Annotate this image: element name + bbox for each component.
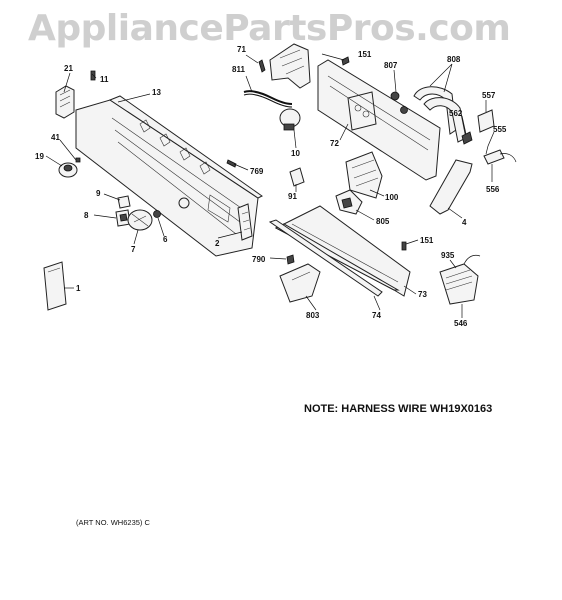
harness-wire-note: NOTE: HARNESS WIRE WH19X0163 xyxy=(304,403,493,415)
callout-91: 91 xyxy=(288,192,297,201)
part-803-latch xyxy=(279,263,321,303)
part-19-knob xyxy=(58,162,78,178)
callout-21: 21 xyxy=(64,64,73,73)
callout-11: 11 xyxy=(100,75,109,84)
part-11-screw xyxy=(90,70,96,81)
callout-546: 546 xyxy=(454,319,468,328)
callout-8: 8 xyxy=(84,211,89,220)
part-4-side-bracket xyxy=(429,159,473,215)
callout-74: 74 xyxy=(372,311,381,320)
part-13-control-console xyxy=(75,95,263,257)
part-72-backsplash xyxy=(317,59,441,181)
callout-7: 7 xyxy=(131,245,136,254)
callout-557: 557 xyxy=(482,91,496,100)
part-808-hoses xyxy=(413,86,467,143)
part-546-terminal-block xyxy=(439,254,481,305)
part-41-clip xyxy=(75,157,81,163)
callout-6: 6 xyxy=(163,235,168,244)
leader-lines xyxy=(45,53,495,318)
upper-mount-bracket xyxy=(269,43,311,89)
callout-9: 9 xyxy=(96,189,101,198)
part-769-screw xyxy=(226,159,237,168)
callout-769: 769 xyxy=(250,167,264,176)
part-100-lid-lock xyxy=(345,151,383,199)
part-805-switch xyxy=(335,189,363,215)
callout-151-lower: 151 xyxy=(420,236,434,245)
part-555-556-thermistor xyxy=(483,149,517,165)
part-71-screw xyxy=(258,59,266,73)
part-562-connector xyxy=(461,131,473,145)
callout-13: 13 xyxy=(152,88,161,97)
callout-71: 71 xyxy=(237,45,246,54)
art-number-label: (ART NO. WH6235) C xyxy=(76,518,150,527)
callout-73: 73 xyxy=(418,290,427,299)
callout-4: 4 xyxy=(462,218,467,227)
callout-2: 2 xyxy=(215,239,220,248)
part-91-clip xyxy=(289,167,305,187)
part-9-switch xyxy=(117,195,131,209)
callout-labels: 71 151 811 807 808 21 11 13 557 562 555 … xyxy=(35,45,507,328)
callout-803: 803 xyxy=(306,311,320,320)
part-8-button xyxy=(115,209,131,227)
part-807-grommet xyxy=(390,91,408,114)
callout-19: 19 xyxy=(35,152,44,161)
part-557-valve xyxy=(477,109,495,133)
part-811-harness xyxy=(243,90,293,108)
part-21-end-cap xyxy=(55,85,75,119)
part-151-screw-upper xyxy=(341,56,350,66)
part-7-timer-dial xyxy=(127,209,153,231)
callout-41: 41 xyxy=(51,133,60,142)
callout-808: 808 xyxy=(447,55,461,64)
part-2-end-cap xyxy=(237,203,253,241)
callout-562: 562 xyxy=(449,109,463,118)
callout-935: 935 xyxy=(441,251,455,260)
part-151-screw-lower xyxy=(401,241,407,251)
callout-805: 805 xyxy=(376,217,390,226)
callout-100: 100 xyxy=(385,193,399,202)
part-74-strip xyxy=(268,219,383,297)
callout-151-upper: 151 xyxy=(358,50,372,59)
part-10-pressure-switch xyxy=(279,108,301,131)
part-6-spring xyxy=(153,210,161,218)
part-790-screw xyxy=(286,254,295,265)
part-1-manual xyxy=(43,261,67,311)
callout-807: 807 xyxy=(384,61,398,70)
callout-790: 790 xyxy=(252,255,266,264)
callout-1: 1 xyxy=(76,284,81,293)
callout-555: 555 xyxy=(493,125,507,134)
watermark-logo: AppliancePartsPros.com xyxy=(28,8,511,49)
callout-556: 556 xyxy=(486,185,500,194)
callout-72: 72 xyxy=(330,139,339,148)
callout-10: 10 xyxy=(291,149,300,158)
callout-811: 811 xyxy=(232,65,245,74)
